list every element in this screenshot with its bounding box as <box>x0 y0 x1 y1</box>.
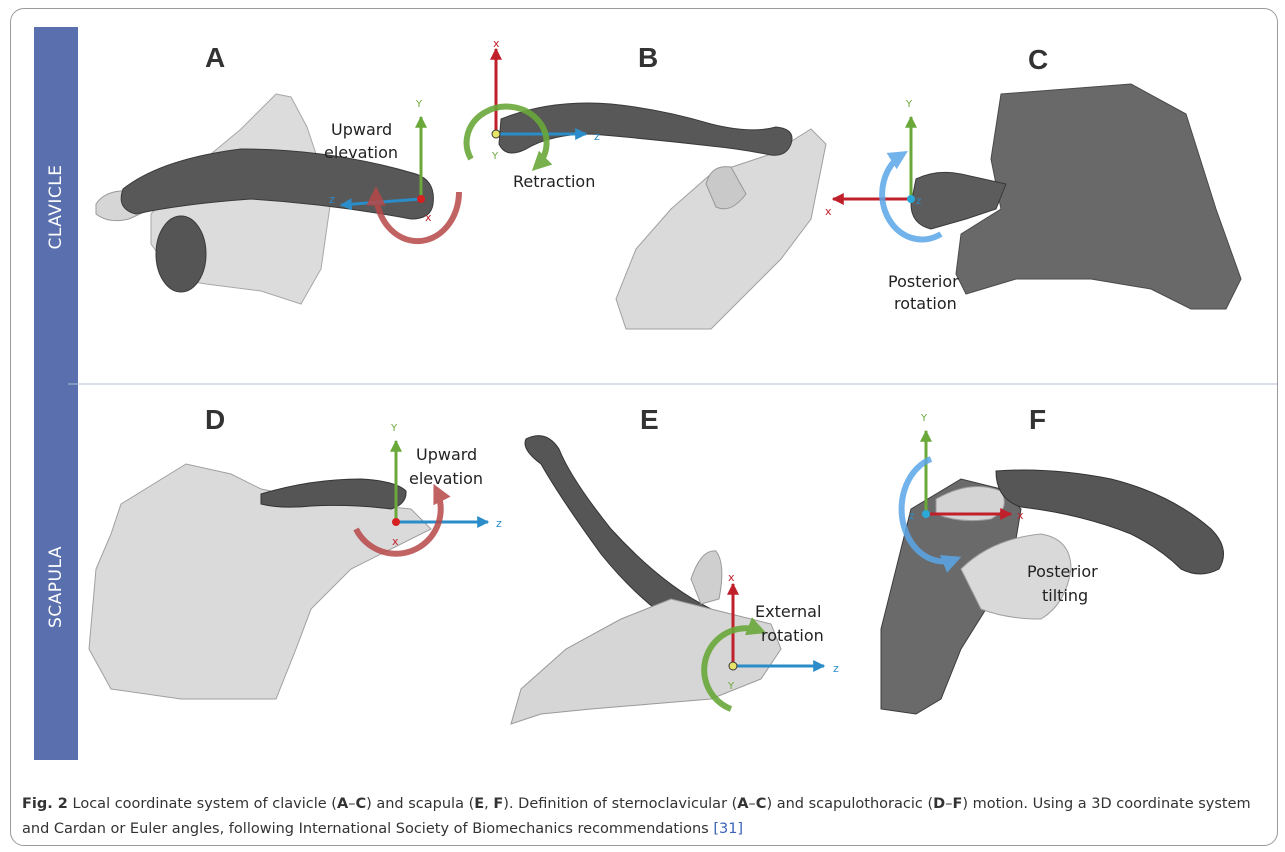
caption-bold-2: C <box>355 796 366 812</box>
panel-f-y-label: Y <box>920 413 928 424</box>
panel-f-x-label: x <box>1017 509 1024 522</box>
panel-a-z-label: z <box>329 193 335 206</box>
caption-bold-7: D <box>933 796 945 812</box>
panel-b-x-label: x <box>493 37 500 50</box>
panel-f-motion-line2: tilting <box>1042 586 1088 605</box>
panel-d-clavicle <box>261 479 406 509</box>
panel-f-origin <box>922 510 930 518</box>
panel-b-origin <box>492 130 500 138</box>
caption-bold-6: C <box>756 796 767 812</box>
panel-c-z-label: z <box>916 196 921 207</box>
panel-e-origin <box>729 662 737 670</box>
panel-e-motion-line2: rotation <box>761 626 824 645</box>
caption-bold-1: A <box>337 796 348 812</box>
panel-c-x-label: x <box>825 205 832 218</box>
caption-bold-8: F <box>952 796 962 812</box>
figure-caption: Fig. 2 Local coordinate system of clavic… <box>22 792 1267 842</box>
panel-c: C Y x z Posterior rotation <box>825 44 1241 313</box>
panel-d-y-label: Y <box>390 423 398 434</box>
panel-d-letter: D <box>205 404 225 435</box>
panel-a-origin <box>417 195 425 203</box>
panel-d: D Y z x Upward elevation <box>89 404 502 699</box>
panel-a: A Y z x Upward elevation <box>96 42 459 304</box>
panel-b-scapula <box>616 129 826 329</box>
panel-f-z-label: z <box>909 511 914 522</box>
figure-frame: CLAVICLE SCAPULA A Y z x <box>10 8 1278 846</box>
caption-text-5: ). Definition of sternoclavicular ( <box>503 796 737 812</box>
panel-d-x-label: x <box>392 535 399 548</box>
panel-c-y-label: Y <box>905 99 913 110</box>
panel-a-x-label: x <box>425 211 432 224</box>
panel-e-x-label: x <box>728 571 735 584</box>
panel-a-motion-line1: Upward <box>331 120 392 139</box>
panel-f-motion-line1: Posterior <box>1027 562 1098 581</box>
figure-illustration: A Y z x Upward elevation B x z Y Retract… <box>11 9 1277 789</box>
panel-b-motion-line1: Retraction <box>513 172 595 191</box>
panel-b-z-label: z <box>594 130 600 143</box>
panel-f-letter: F <box>1029 404 1046 435</box>
caption-text-6: – <box>749 796 756 812</box>
caption-fig-label: Fig. 2 <box>22 796 68 812</box>
panel-e-y-label: Y <box>727 681 735 692</box>
panel-d-motion-line1: Upward <box>416 445 477 464</box>
panel-c-motion-line2: rotation <box>894 294 957 313</box>
panel-e-coracoid <box>691 551 722 604</box>
panel-a-motion-line2: elevation <box>324 143 398 162</box>
panel-b: B x z Y Retraction <box>467 37 826 329</box>
panel-e-motion-line1: External <box>755 602 821 621</box>
panel-c-letter: C <box>1028 44 1048 75</box>
panel-b-letter: B <box>638 42 658 73</box>
panel-e: E x z Y External rotation <box>511 404 839 724</box>
panel-d-z-label: z <box>496 517 502 530</box>
caption-reference-link[interactable]: [31] <box>713 821 743 837</box>
caption-bold-3: E <box>474 796 484 812</box>
caption-bold-4: F <box>493 796 503 812</box>
panel-d-origin <box>392 518 400 526</box>
panel-a-glenoid <box>156 216 206 292</box>
caption-text-1: Local coordinate system of clavicle ( <box>68 796 337 812</box>
panel-c-motion-line1: Posterior <box>888 272 959 291</box>
panel-b-y-label: Y <box>491 151 499 162</box>
panel-a-y-label: Y <box>415 99 423 110</box>
panel-c-origin <box>907 195 915 203</box>
caption-text-7: ) and scapulothoracic ( <box>766 796 933 812</box>
caption-bold-5: A <box>737 796 748 812</box>
panel-e-scapula <box>511 599 781 724</box>
panel-a-letter: A <box>205 42 225 73</box>
panel-d-motion-line2: elevation <box>409 469 483 488</box>
caption-text-3: ) and scapula ( <box>366 796 474 812</box>
panel-f: F Y x z Posterior tilting <box>881 404 1224 714</box>
caption-text-4: , <box>484 796 493 812</box>
panel-e-letter: E <box>640 404 659 435</box>
panel-e-z-label: z <box>833 662 839 675</box>
